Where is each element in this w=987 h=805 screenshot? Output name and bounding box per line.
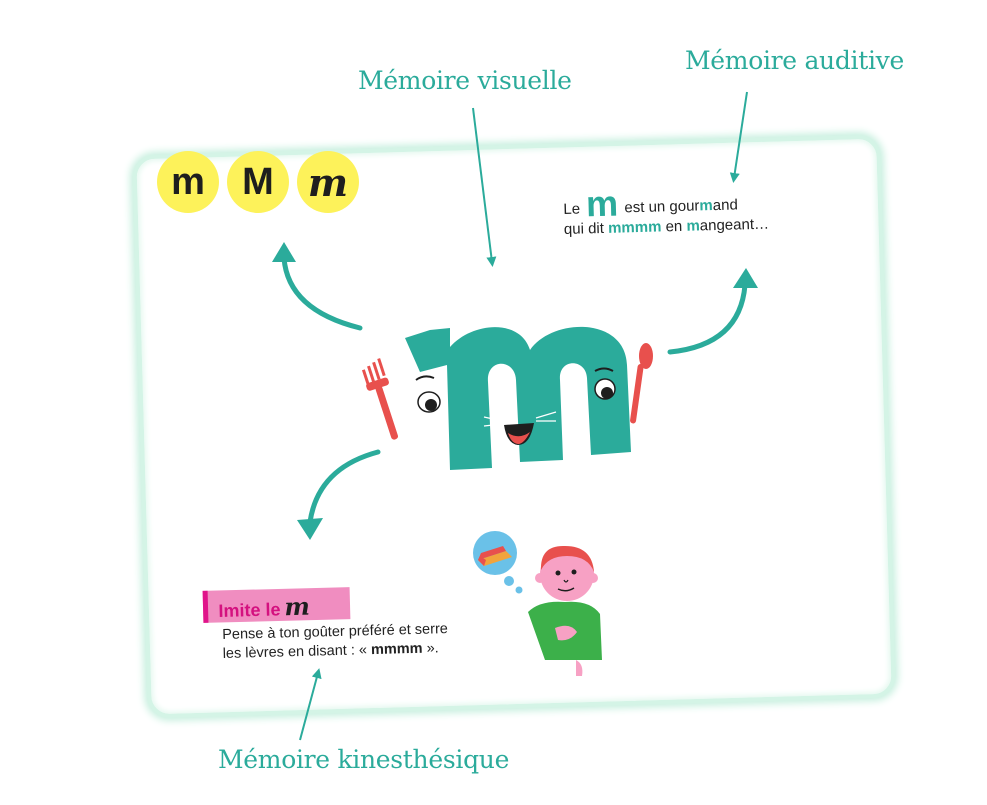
imite-instructions: Pense à ton goûter préféré et serre les … [222,620,449,664]
label-memoire-visuelle: Mémoire visuelle [358,66,572,95]
arrow-to-circles [281,255,363,331]
imite-title-letter: m [284,591,311,622]
cake-icon [478,551,512,566]
letter-circle-lowercase: m [157,151,219,213]
fork-icon [361,358,398,440]
kid-face [540,547,594,601]
big-m-character [405,326,631,470]
letter-circle-uppercase: M [227,151,289,213]
imite-line1: Pense à ton goûter préféré et serre [222,621,449,643]
label-memoire-kinesthesique: Mémoire kinesthésique [218,745,510,774]
imite-line2-end: ». [426,640,439,657]
pointer-auditive [729,91,748,183]
arrow-to-text-head [733,268,758,288]
spoon-icon [630,343,653,424]
imite-title-text: Imite le [218,599,281,621]
thought-bubble [473,531,523,594]
pointer-visuelle [472,107,497,267]
imite-line2-start: les lèvres en disant : « [222,642,368,662]
arrow-to-text [667,282,748,355]
kid-hand [555,625,577,641]
label-memoire-auditive: Mémoire auditive [685,46,905,75]
kid-illustration [528,545,602,676]
arrow-to-imite-head [297,518,323,540]
pointer-kinesthesique [299,668,322,741]
arrow-to-circles-head [272,242,296,262]
arrow-to-imite [307,449,381,525]
imite-line2-bold: mmmm [370,640,423,659]
letter-circle-cursive: m [297,151,359,213]
